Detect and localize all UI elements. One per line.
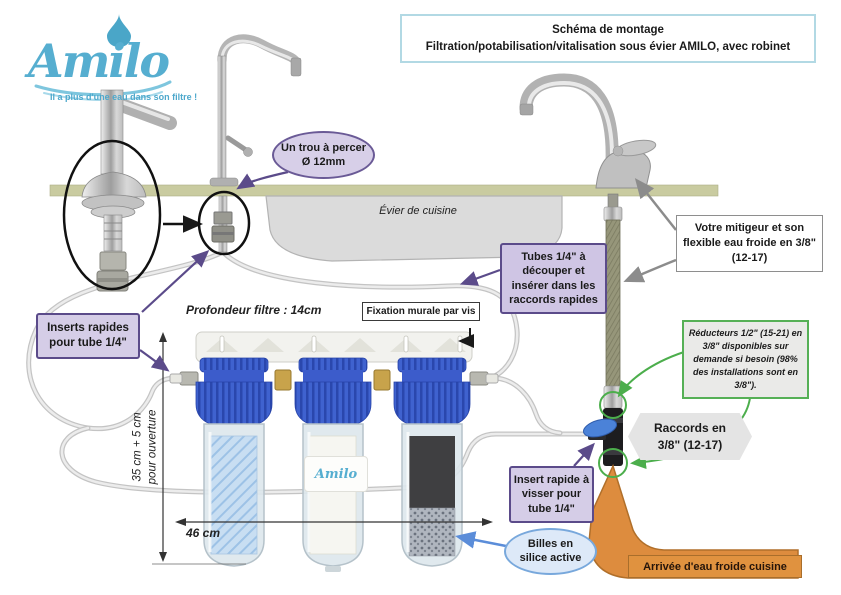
valve-handle (582, 418, 618, 438)
title-line1: Schéma de montage (552, 24, 664, 36)
callout-mixer: Votre mitigeur et son flexible eau froid… (676, 215, 823, 272)
t-valve (582, 408, 623, 466)
fittings-line1: Raccords en (653, 421, 727, 436)
callout-insert-screw: Insert rapide à visser pour tube 1/4" (509, 466, 594, 523)
silica-line2: silice active (519, 551, 582, 564)
cold-water-banner: Arrivée d'eau froide cuisine (628, 555, 802, 578)
silica-line1: Billes en (527, 537, 574, 550)
sink-label: Évier de cuisine (379, 205, 457, 217)
callout-fittings: Raccords en 3/8" (12-17) (628, 413, 752, 460)
cartridge-brand-label: Amilo (304, 456, 368, 492)
brand-logo-text: Amilo (28, 34, 170, 88)
callout-reducers: Réducteurs 1/2" (15-21) en 3/8" disponib… (682, 320, 809, 400)
height-dimension-label: 35 cm + 5 cm pour ouverture (131, 359, 161, 534)
filter-housing-carbon-silica (393, 357, 471, 567)
height-line1: 35 cm + 5 cm (131, 412, 144, 482)
title-line2: Filtration/potabilisation/vitalisation s… (425, 40, 791, 53)
callout-arrows (139, 170, 677, 549)
dimension-lines (152, 332, 493, 565)
filter-depth-label: Profondeur filtre : 14cm (186, 303, 322, 317)
callout-quick-inserts: Inserts rapides pour tube 1/4" (36, 313, 140, 359)
title-box: Schéma de montage Filtration/potabilisat… (400, 14, 816, 64)
faucet-detail-photo (62, 89, 203, 292)
filter-housing-sediment (195, 357, 273, 567)
fittings-line2: 3/8" (12-17) (657, 437, 723, 452)
sink-bowl (265, 195, 563, 262)
callout-silica-beads: Billes en silice active (504, 528, 597, 575)
cartridge-brand-text: Amilo (314, 466, 358, 482)
callout-tubes: Tubes 1/4" à découper et insérer dans le… (500, 243, 607, 315)
flexible-hose (605, 219, 621, 389)
brand-tagline: Il a plus d'une eau dans son filtre ! (50, 92, 198, 102)
callout-hole-to-drill: Un trou à percer Ø 12mm (272, 131, 375, 179)
callout-wall-mount: Fixation murale par vis (362, 302, 480, 321)
width-dimension-label: 46 cm (186, 526, 221, 540)
hole-line2: Ø 12mm (301, 156, 346, 168)
height-line2: pour ouverture (146, 409, 159, 485)
hole-line1: Un trou à percer (281, 141, 366, 154)
filter-faucet (197, 34, 302, 256)
